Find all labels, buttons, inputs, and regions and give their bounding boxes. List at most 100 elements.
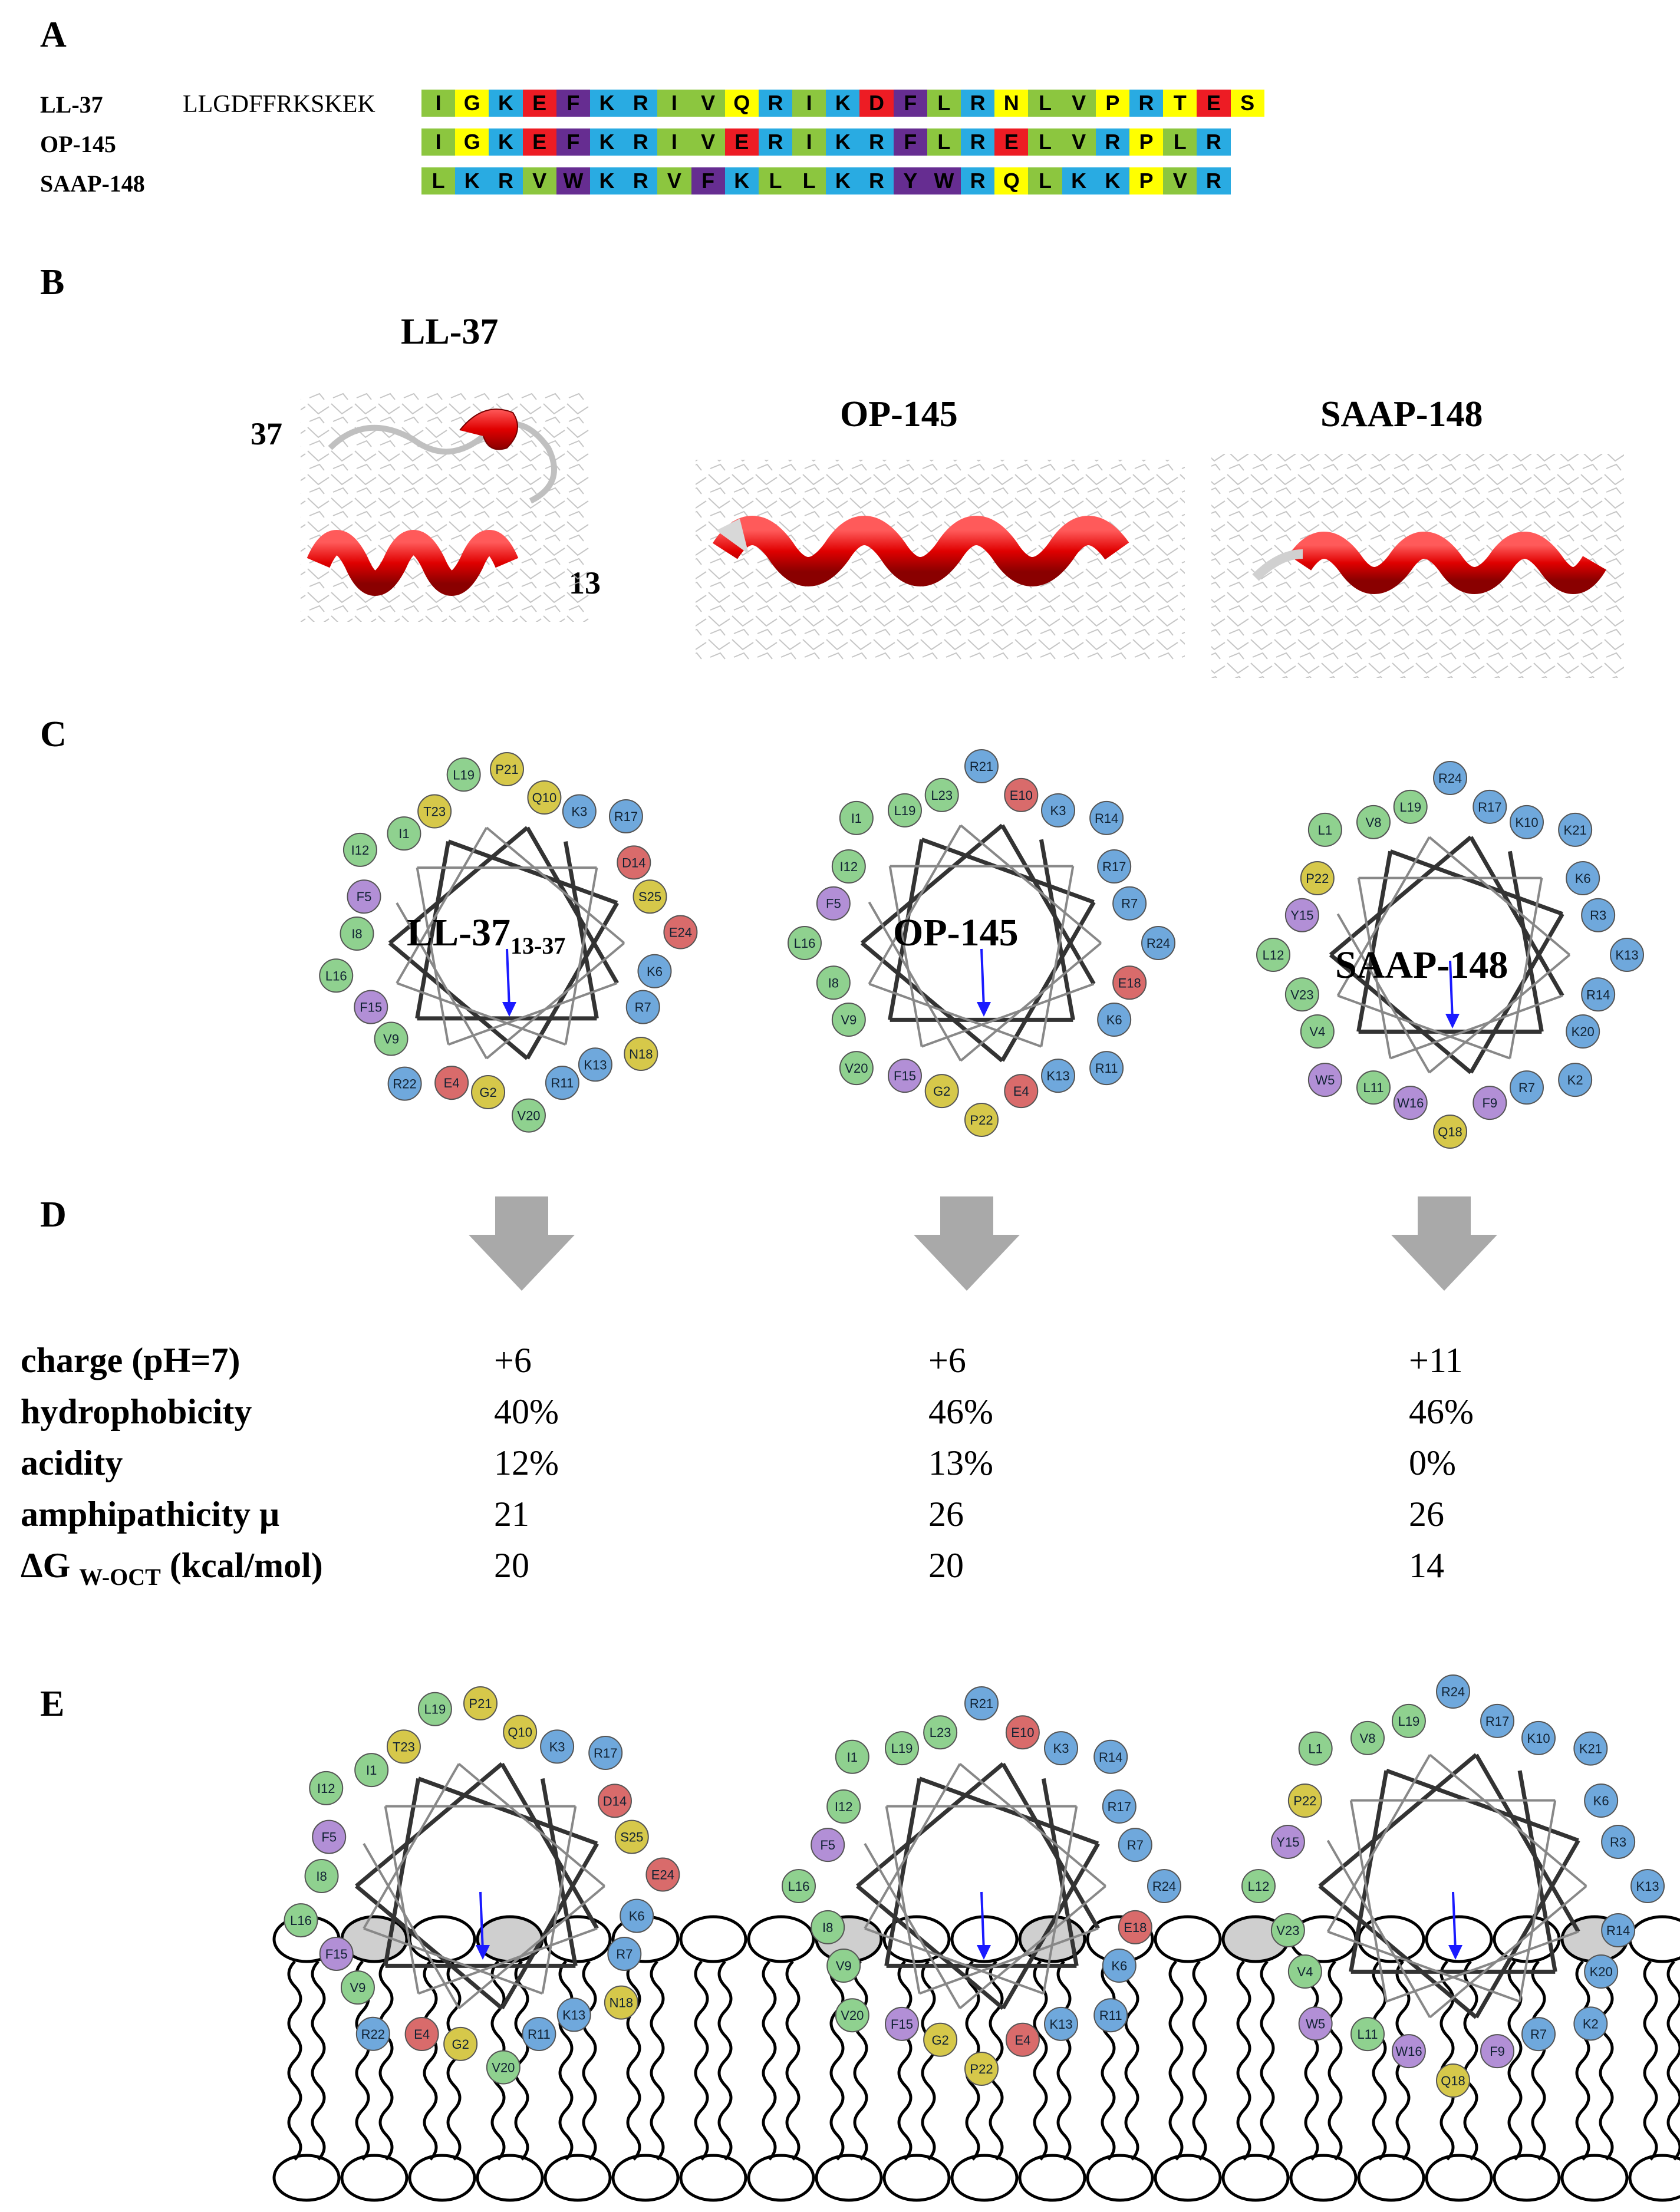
wheel-residue-node [578, 1047, 612, 1082]
lipid-tail [1463, 1960, 1478, 2161]
wheel-residue-node [885, 2006, 919, 2041]
wheel-residue-node [1093, 1739, 1128, 1774]
wheel-residue-node [1558, 812, 1593, 847]
seq-cell: V [657, 167, 691, 195]
wheel-residue-label: Y15 [1276, 1835, 1299, 1850]
wheel-residue-label: L23 [930, 1725, 951, 1740]
wheel-residue-label: R17 [614, 809, 638, 824]
wheel-connector [417, 1776, 598, 1846]
wheel-connector [959, 1763, 1106, 1887]
seq-cell: K [1062, 167, 1096, 195]
wheel-residue-label: K2 [1567, 1073, 1583, 1087]
wheel-residue-label: V9 [841, 1013, 857, 1027]
wheel-residue-node [624, 1037, 658, 1072]
lipid-tail [1643, 1960, 1658, 2161]
seq-name-ll37: LL-37 [40, 91, 103, 118]
wheel-connector [396, 902, 488, 1059]
wheel-connector [860, 823, 1004, 945]
wheel-residue-label: F5 [321, 1830, 337, 1845]
lipid-head [1221, 2154, 1290, 2202]
wheel-residue-label: E10 [1010, 788, 1033, 803]
wheel-residue-label: F15 [360, 1000, 382, 1015]
wheel-residue-node [556, 1997, 591, 2032]
seq-cell: I [792, 128, 826, 156]
seq-cell: R [624, 167, 658, 195]
wheel-connector [856, 1884, 1004, 2010]
ll37-structure [301, 392, 589, 622]
wheel-connector [564, 867, 598, 1045]
seq-cell: L [1163, 128, 1197, 156]
wheel-residue-label: P21 [469, 1696, 492, 1711]
wheel-residue-node [811, 1828, 845, 1862]
wheel-connector [1386, 1930, 1579, 2003]
lipid-head [611, 2154, 680, 2202]
wheel-residue-label: R14 [1606, 1923, 1630, 1938]
seq-cell: E [994, 128, 1029, 156]
lipid-tail [423, 1960, 438, 2161]
seq-cell: R [859, 128, 894, 156]
wheel-residue-label: K20 [1590, 1964, 1613, 1979]
charge-op145: +6 [928, 1341, 966, 1380]
wheel-connector [541, 1806, 577, 1994]
wheel-residue-label: E24 [651, 1868, 674, 1883]
wheel-residue-node [340, 916, 374, 951]
wheel-connector [1326, 1840, 1431, 2018]
label-amphipathicity: amphipathicity μ [21, 1495, 280, 1534]
wheel-connector [1042, 1806, 1078, 1994]
seq-cell: K [489, 90, 523, 117]
wheel-connector [888, 839, 924, 1020]
wheel-residue-label: V20 [492, 2061, 515, 2075]
wheel-residue-label: V20 [841, 2008, 864, 2023]
seq-cell: K [489, 128, 523, 156]
wheel-residue-node [964, 1103, 999, 1137]
wheel-residue-label: Q10 [508, 1725, 532, 1739]
wheel-connector [1001, 1842, 1100, 2010]
wheel-residue-node [1284, 898, 1319, 932]
lipid-head [1154, 1915, 1222, 1963]
lipid-head [476, 2154, 544, 2202]
wheel-residue-label: L19 [1399, 800, 1421, 815]
wheel-residue-label: W16 [1397, 1096, 1424, 1110]
seq-cell: K [826, 128, 860, 156]
wheel-residue-node [1118, 1910, 1152, 1944]
wheel-residue-label: R3 [1590, 908, 1606, 923]
wheel-residue-node [463, 1686, 498, 1720]
wheel-residue-node [964, 2052, 999, 2086]
wheel-connector [918, 1776, 1099, 1846]
wheel-connector [1039, 839, 1075, 1020]
seq-cell: R [758, 90, 793, 117]
wheel-residue-node [1584, 1784, 1619, 1818]
lipid-tail [558, 1960, 574, 2161]
wheel-residue-label: R14 [1586, 987, 1610, 1002]
wheel-connector [447, 982, 618, 1046]
seq-cell: I [421, 128, 456, 156]
lipid-head [950, 2154, 1019, 2202]
wheel-connector [396, 827, 488, 984]
wheel-residue-node [831, 849, 866, 884]
wheel-residue-label: I1 [847, 1750, 858, 1765]
wheel-residue-label: E18 [1118, 975, 1141, 990]
wheel-residue-label: L12 [1248, 1879, 1270, 1894]
wheel-residue-node [304, 1859, 339, 1894]
wheel-residue-node [1300, 1014, 1335, 1049]
wheel-residue-label: R7 [1127, 1838, 1144, 1852]
lipid-tail [446, 1960, 462, 2161]
wheel-residue-label: R7 [1121, 896, 1138, 911]
arrow-head-icon [1448, 1945, 1462, 1960]
wheel-residue-label: R24 [1147, 936, 1170, 951]
seq-cell: T [1163, 90, 1197, 117]
wheel-residue-label: R7 [1518, 1080, 1535, 1095]
wheel-connector [959, 1885, 1106, 2009]
wheel-residue-label: V23 [1276, 1923, 1299, 1938]
wheel-residue-node [1350, 1720, 1385, 1755]
seq-cell: L [1028, 128, 1062, 156]
wheel-residue-label: K13 [1615, 948, 1638, 962]
acidity-saap148: 0% [1409, 1443, 1456, 1482]
wheel-connector [486, 942, 625, 1060]
seq-cell: K [589, 128, 624, 156]
wheel-residue-node [1610, 938, 1644, 972]
wheel-residue-label: K3 [549, 1739, 565, 1754]
wheel-residue-node [1089, 1051, 1124, 1086]
wheel-residue-node [1521, 1720, 1556, 1755]
